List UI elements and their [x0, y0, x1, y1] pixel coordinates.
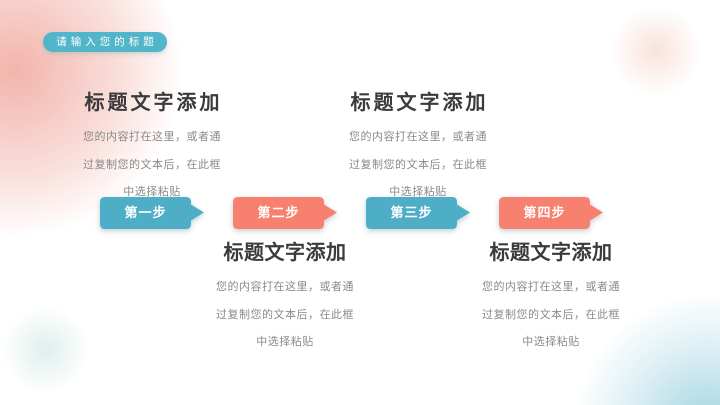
block-body-line: 过复制您的文本后，在此框 [482, 308, 620, 321]
pink-blob-top-right [610, 5, 702, 97]
text-block-1: 标题文字添加 您的内容打在这里，或者通 过复制您的文本后，在此框 中选择粘贴 [66, 90, 238, 207]
step-arrow-3: 第三步 [366, 197, 471, 229]
text-block-2: 标题文字添加 您的内容打在这里，或者通 过复制您的文本后，在此框 中选择粘贴 [199, 240, 371, 357]
arrow-shape-icon [100, 197, 204, 229]
block-body-line: 过复制您的文本后，在此框 [83, 158, 221, 171]
step-label: 第四步 [523, 205, 566, 220]
step-arrow-2: 第二步 [233, 197, 338, 229]
text-block-4: 标题文字添加 您的内容打在这里，或者通 过复制您的文本后，在此框 中选择粘贴 [465, 240, 637, 357]
step-label: 第一步 [124, 205, 167, 220]
block-body-line: 中选择粘贴 [256, 336, 314, 348]
arrow-shape-icon [366, 197, 470, 229]
block-body-line: 中选择粘贴 [389, 186, 447, 198]
arrow-shape-icon [233, 197, 337, 229]
step-label: 第二步 [257, 205, 300, 220]
block-title: 标题文字添加 [84, 92, 223, 114]
arrow-shape-icon [499, 197, 603, 229]
step-label: 第三步 [390, 205, 433, 220]
block-body-line: 中选择粘贴 [522, 336, 580, 348]
block-body-line: 您的内容打在这里，或者通 [349, 131, 487, 143]
block-body-line: 过复制您的文本后，在此框 [216, 308, 354, 321]
block-title: 标题文字添加 [223, 242, 347, 264]
slide-title-badge: 请输入您的标题 [43, 32, 167, 52]
block-body-line: 过复制您的文本后，在此框 [349, 158, 487, 171]
step-arrow-1: 第一步 [100, 197, 205, 229]
block-title: 标题文字添加 [350, 92, 489, 114]
teal-blob-bottom-left [2, 306, 90, 394]
block-body-line: 中选择粘贴 [123, 186, 181, 198]
step-arrow-4: 第四步 [499, 197, 604, 229]
block-title: 标题文字添加 [489, 242, 613, 264]
block-body-line: 您的内容打在这里，或者通 [482, 281, 620, 293]
block-body-line: 您的内容打在这里，或者通 [83, 131, 221, 143]
block-body-line: 您的内容打在这里，或者通 [216, 281, 354, 293]
text-block-3: 标题文字添加 您的内容打在这里，或者通 过复制您的文本后，在此框 中选择粘贴 [332, 90, 504, 207]
